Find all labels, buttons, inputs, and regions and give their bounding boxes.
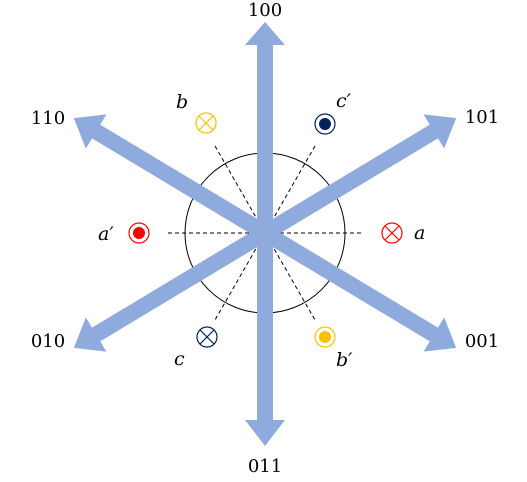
arrow-010: [73, 226, 270, 352]
winding-label-a-prime: a′: [98, 223, 114, 245]
winding-a-prime-dot-icon: [128, 222, 150, 244]
winding-c-prime-dot-icon: [314, 113, 336, 135]
winding-c-cross-icon: [196, 326, 218, 348]
winding-a-cross-icon: [381, 222, 403, 244]
winding-label-c-prime: c′: [336, 90, 352, 112]
vector-label-100: 100: [248, 0, 282, 21]
vector-label-010: 010: [31, 331, 65, 352]
winding-b-prime-dot-icon: [314, 326, 336, 348]
arrow-011: [245, 233, 285, 446]
winding-label-b: b: [176, 91, 188, 113]
arrow-001: [260, 226, 457, 352]
vector-label-011: 011: [248, 456, 282, 477]
vector-label-110: 110: [31, 108, 65, 129]
vector-arrows: [73, 22, 457, 446]
vector-label-001: 001: [465, 331, 499, 352]
arrow-110: [73, 114, 270, 240]
arrow-101: [260, 114, 457, 240]
winding-label-a: a: [414, 222, 425, 244]
winding-b-cross-icon: [195, 112, 217, 134]
vector-label-101: 101: [465, 107, 499, 128]
winding-label-b-prime: b′: [336, 349, 353, 371]
arrow-100: [245, 22, 285, 233]
winding-label-c: c: [174, 348, 185, 370]
